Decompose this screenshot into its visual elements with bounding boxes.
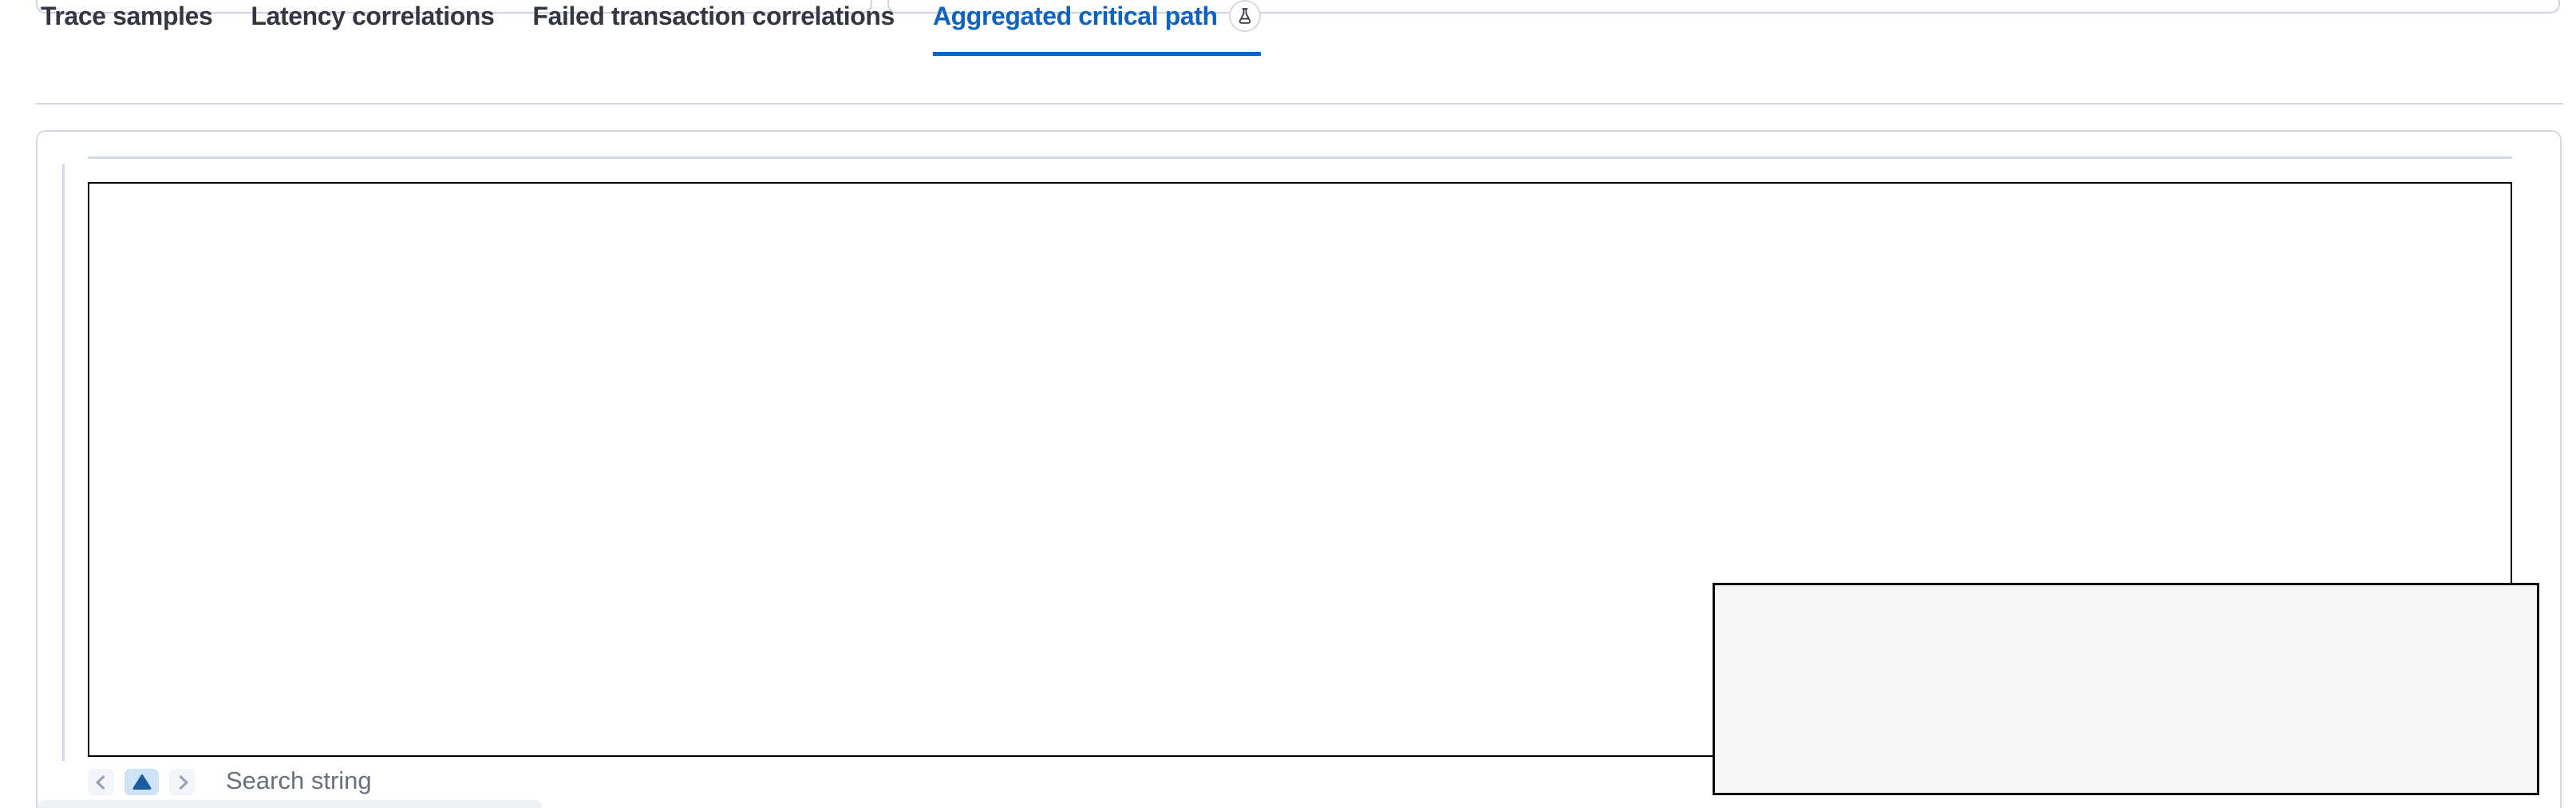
flame-graph-controls: [88, 769, 196, 795]
top-field-outline-right[interactable]: [887, 0, 2560, 14]
bottom-cutoff-field-edge: [38, 800, 541, 808]
chevron-left-icon: [95, 774, 105, 790]
tab-row-divider: [36, 103, 2563, 105]
technical-preview-badge[interactable]: [1228, 0, 1261, 32]
triangle-up-icon: [132, 774, 151, 790]
chevron-right-icon: [179, 774, 188, 790]
beaker-icon: [1239, 8, 1250, 24]
next-match-button[interactable]: [169, 769, 196, 795]
tab-aggregated-critical-path-label: Aggregated critical path: [932, 2, 1218, 30]
tab-bar: Trace samples Latency correlations Faile…: [41, 0, 1261, 56]
search-string-input[interactable]: [215, 758, 737, 803]
chart-tooltip: [1713, 583, 2539, 795]
tab-latency-correlations[interactable]: Latency correlations: [251, 2, 495, 30]
chart-left-rule: [62, 164, 65, 761]
previous-match-button[interactable]: [88, 769, 114, 795]
tab-failed-transaction-correlations[interactable]: Failed transaction correlations: [532, 2, 895, 30]
tab-aggregated-critical-path[interactable]: Aggregated critical path: [932, 0, 1261, 56]
reset-focus-button[interactable]: [124, 769, 159, 795]
chart-top-rule: [88, 156, 2512, 159]
tab-trace-samples[interactable]: Trace samples: [41, 2, 213, 30]
top-field-outline-left[interactable]: [36, 0, 872, 14]
